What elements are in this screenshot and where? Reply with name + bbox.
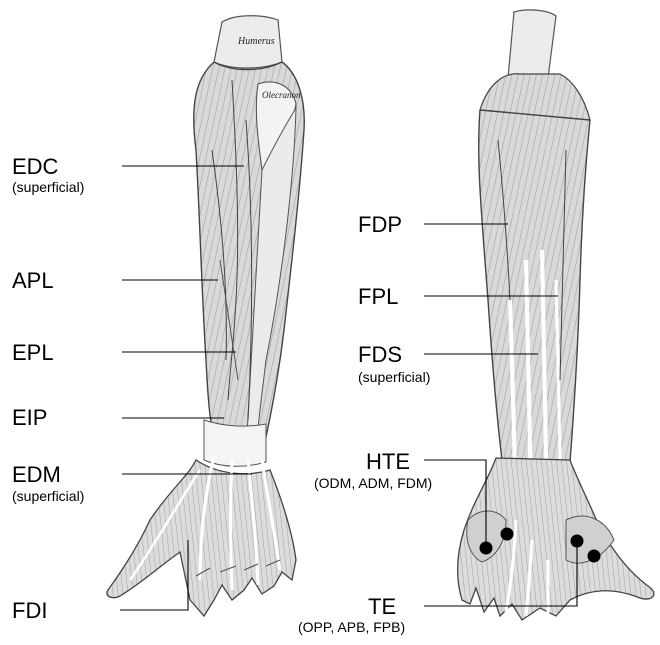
anterior-muscle-mass [479, 110, 590, 462]
label-apl: APL [12, 270, 54, 292]
label-hte: HTE [366, 451, 410, 473]
humerus-caption: Humerus [237, 36, 275, 47]
posterior-forearm-drawing: Humerus Olecranon [107, 16, 304, 616]
olecranon-caption: Olecranon [262, 90, 301, 100]
label-te: TE [368, 596, 396, 618]
label-edc: EDC [12, 156, 58, 178]
label-fds: FDS [358, 344, 402, 366]
label-edc-note: (superficial) [12, 180, 84, 194]
te-electrode-2 [588, 550, 601, 563]
label-te-note: (OPP, APB, FPB) [298, 620, 405, 634]
label-hte-note: (ODM, ADM, FDM) [314, 476, 432, 490]
label-eip: EIP [12, 407, 47, 429]
label-fdi: FDI [12, 600, 47, 622]
label-fds-note: (superficial) [358, 370, 430, 384]
label-fpl: FPL [358, 286, 398, 308]
anterior-forearm-drawing [458, 10, 654, 620]
label-edm: EDM [12, 464, 61, 486]
label-fdp: FDP [358, 214, 402, 236]
hte-electrode-2 [501, 528, 514, 541]
label-epl: EPL [12, 342, 54, 364]
label-edm-note: (superficial) [12, 489, 84, 503]
anterior-humerus [508, 10, 556, 81]
